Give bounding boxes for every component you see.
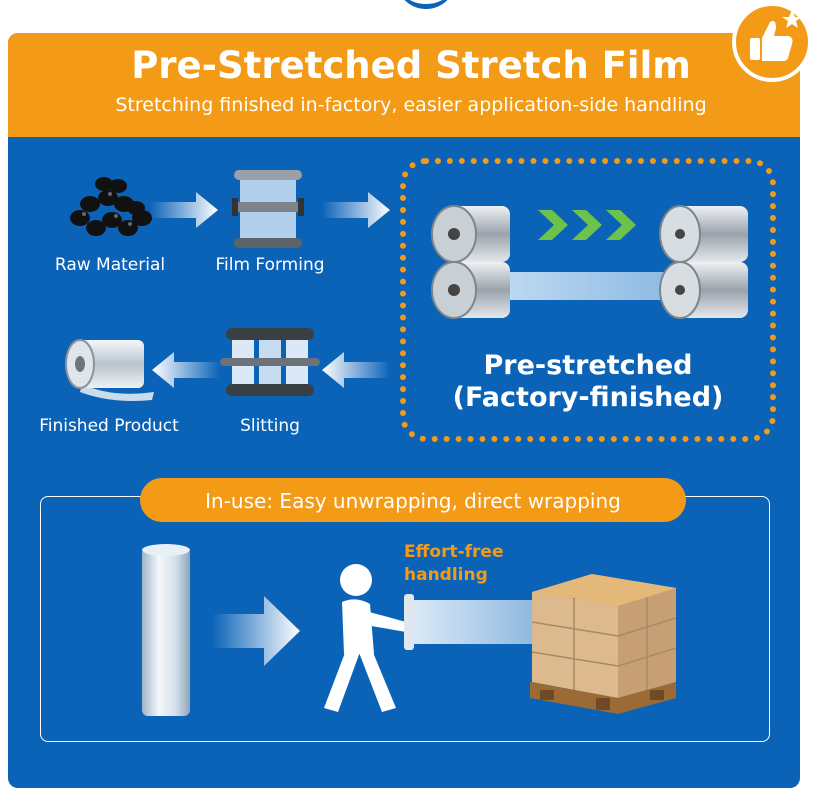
film-forming-machine-icon	[232, 168, 304, 250]
arrow-right-icon	[322, 190, 392, 230]
film-roll-icon	[62, 334, 158, 404]
film-forming-label: Film Forming	[215, 255, 325, 275]
page-title: Pre-Stretched Stretch Film	[131, 44, 691, 87]
pallet-boxes-icon	[526, 570, 678, 716]
film-roll-icon	[140, 542, 192, 722]
pre-stretch-rollers-icon	[428, 196, 754, 324]
finished-product-label: Finished Product	[39, 416, 179, 436]
effort-free-line1: Effort-free	[404, 542, 504, 562]
person-wrapping-icon	[316, 562, 426, 718]
pre-stretched-label-line1: Pre-stretched	[483, 350, 693, 381]
arrow-left-icon	[150, 350, 220, 390]
pre-stretched-label-line2: (Factory-finished)	[452, 382, 724, 413]
raw-material-label: Raw Material	[54, 255, 166, 275]
stretched-film	[414, 600, 544, 644]
slitting-machine-icon	[220, 326, 320, 404]
arrow-right-icon	[212, 594, 302, 668]
usage-banner	[140, 478, 686, 522]
usage-banner-text: In-use: Easy unwrapping, direct wrapping	[205, 489, 621, 513]
arrow-left-icon	[320, 350, 390, 390]
page-subtitle: Stretching finished in-factory, easier a…	[115, 94, 707, 116]
slitting-label: Slitting	[240, 416, 300, 436]
thumbs-up-star-icon	[730, 0, 814, 84]
top-arc-decoration	[396, 0, 456, 9]
raw-pellets-icon	[60, 168, 160, 248]
pre-stretched-frame	[400, 158, 776, 442]
arrow-right-icon	[150, 190, 220, 230]
header-band	[8, 33, 800, 137]
effort-free-line2: handling	[404, 565, 488, 585]
green-chevrons-icon	[538, 208, 638, 242]
